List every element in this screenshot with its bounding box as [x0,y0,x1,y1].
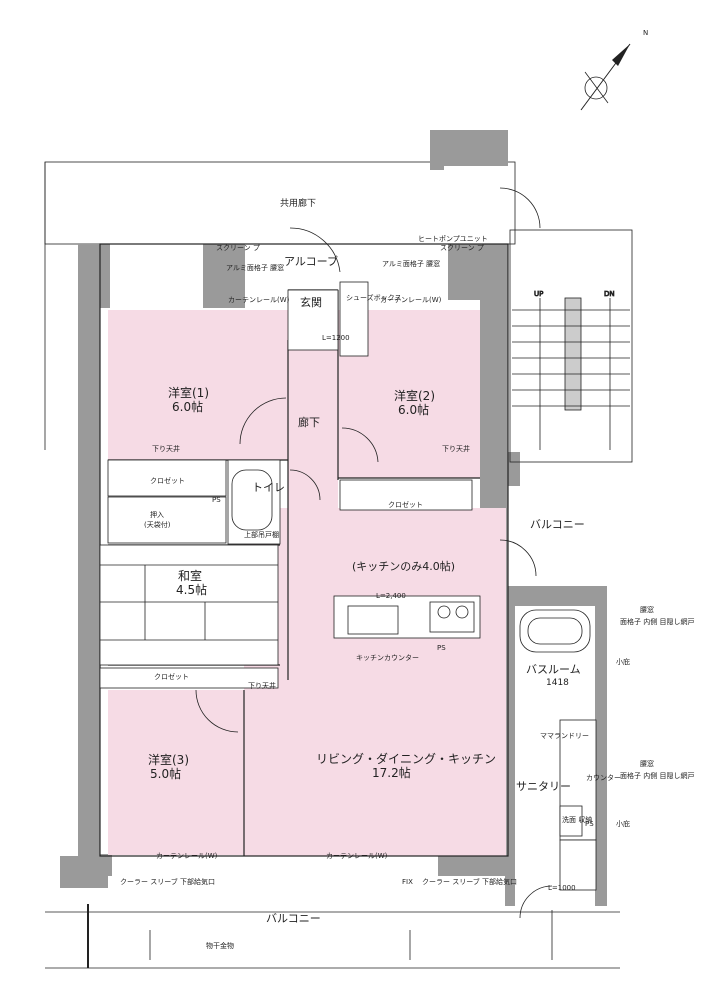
washitsu-room [99,544,279,666]
room-fills [108,310,506,856]
down-ceiling-1: 下り天井 [152,444,180,453]
washitsu-name: 和室 [178,568,202,583]
screen-right-label: スクリーン プ [440,244,484,252]
upper-shelf-label: 上部吊戸棚 [244,530,279,539]
entrance-box [287,289,339,351]
ldk-size: 17.2帖 [372,765,411,780]
room3-size: 5.0帖 [150,766,181,781]
room3-fill [108,690,244,855]
washitsu-size: 4.5帖 [176,582,207,597]
room1-size: 6.0帖 [172,399,203,414]
room3-closet [99,667,279,689]
room2-name: 洋室(2) [394,388,435,403]
entrance-dim: L=1200 [322,334,350,342]
doors [195,187,553,919]
sink [347,605,399,635]
shoe-box [339,281,369,357]
grid-window-right-label: アルミ面格子 腰窓 [382,259,440,268]
staircase: UP DN [509,229,633,463]
small-window2-label: 小庇 [616,819,630,828]
fixtures [99,281,597,891]
bathroom-label: バスルーム [526,663,581,676]
washbasin-storage [559,805,583,837]
room2-size: 6.0帖 [398,402,429,417]
north-label: N [643,29,648,37]
window-right1-sub: 面格子 内側 目隠し網戸 [620,617,694,626]
entrance-label: 玄関 [300,295,322,309]
room3-name: 洋室(3) [148,752,189,767]
closet-3-label: クロゼット [154,672,189,681]
sanitary-label: サニタリー [516,780,571,793]
room1-name: 洋室(1) [168,385,209,400]
alcove-label: アルコーブ [284,254,338,268]
curtain-rail-4: カーテンレール(W) [326,852,388,860]
shoe-box-label: シューズボックス [346,293,401,302]
room2-closet [339,479,473,511]
wash-basin [559,839,597,891]
cooktop [429,601,475,633]
curtain-rail-1: カーテンレール(W) [228,296,290,304]
room1-fill [108,310,288,460]
toilet-label: トイレ [252,481,285,494]
heat-pump-label: ヒートポンプユニット [418,235,488,243]
drying-hardware-label: 物干金物 [206,941,234,950]
oshiire-sub-label: (天袋付) [144,520,171,529]
toilet-fixture [231,469,273,531]
mama-laundry-label: ママランドリー [540,732,589,740]
balcony-area [45,904,620,969]
kitchen-only-label: (キッチンのみ4.0帖) [352,560,455,573]
kitchen-dim-label: L=2,400 [376,592,406,600]
curtain-rail-3: カーテンレール(W) [156,852,218,860]
fix-label: FIX [402,878,413,886]
hallway-label: 廊下 [298,415,320,429]
small-window-label: 小庇 [616,657,630,666]
common-corridor-label: 共用廊下 [280,197,316,209]
screen-left-label: スクリーン プ [216,244,260,252]
cooler-sleeve-right: クーラー スリーブ 下部給気口 [422,877,517,886]
room1-closet [107,459,227,497]
oshiire-box [107,496,227,544]
balcony-side-label: バルコニー [530,518,585,531]
closet-1-label: クロゼット [150,476,185,485]
ldk-name: リビング・ダイニング・キッチン [316,751,496,766]
closet-2-label: クロゼット [388,500,423,509]
stairs-up-label: UP [534,290,543,298]
window-right2-label: 腰窓 [640,759,654,768]
ps-3-label: PS [585,820,594,828]
cooler-sleeve-left: クーラー スリーブ 下部給気口 [120,877,215,886]
compass-icon: N [580,29,648,111]
down-ceiling-3: 下り天井 [248,681,276,690]
outer-walls [60,130,607,906]
room-labels: 洋室(1) 6.0帖 洋室(2) 6.0帖 廊下 玄関 L=1200 シューズボ… [120,235,694,950]
ps-2-label: PS [437,644,446,652]
counter-label: カウンター [586,773,621,782]
grid-window-left-label: アルミ面格子 腰窓 [226,263,284,272]
window-right1-label: 腰窓 [640,605,654,614]
bath-size-label: 1418 [546,678,569,688]
ps-1-label: PS [212,496,221,504]
sanitary-dim-label: L=1000 [548,884,576,892]
balcony-label: バルコニー [266,912,321,925]
kitchen-counter-label: キッチンカウンター [356,653,419,662]
oshiire-label: 押入 [150,510,164,519]
down-ceiling-2: 下り天井 [442,444,470,453]
curtain-rail-2: カーテンレール(W) [380,296,442,304]
window-right2-sub: 面格子 内側 目隠し網戸 [620,771,694,780]
stairs-dn-label: DN [604,290,615,298]
washbasin-label: 洗面 収納 [562,815,592,824]
